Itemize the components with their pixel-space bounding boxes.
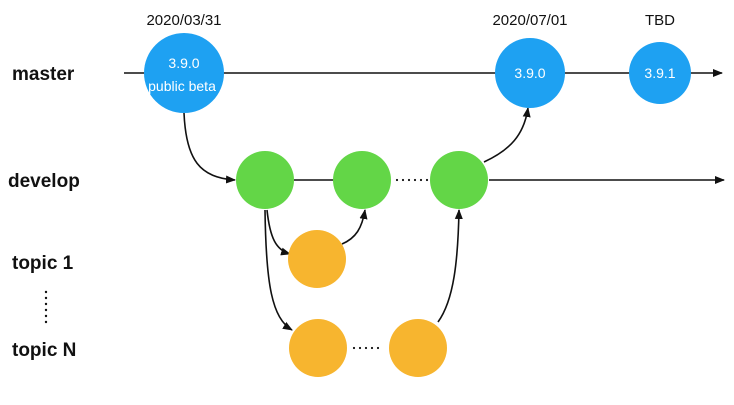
node-topicn-2 [389, 319, 447, 377]
date-label-390: 2020/07/01 [492, 12, 567, 29]
node-master-391 [629, 42, 691, 104]
branch-label-topic-n: topic N [12, 340, 76, 361]
node-develop-1 [236, 151, 294, 209]
topic-ellipsis [44, 290, 48, 324]
node-topic1 [288, 230, 346, 288]
topic-n-ellipsis [352, 346, 380, 350]
branch-label-develop: develop [8, 171, 80, 192]
date-label-391: TBD [645, 12, 675, 29]
node-label-beta-version: 3.9.0 [168, 55, 199, 71]
date-label-beta: 2020/03/31 [146, 12, 221, 29]
node-label-390: 3.9.0 [514, 65, 545, 81]
arrow-develop-to-release [483, 107, 531, 163]
arrow-topic1-to-develop [341, 209, 368, 245]
arrow-beta-to-develop [183, 112, 236, 184]
node-master-beta [144, 33, 224, 113]
arrow-develop-to-topic1 [266, 209, 291, 256]
branch-label-topic-1: topic 1 [12, 253, 74, 274]
branch-label-master: master [12, 64, 75, 85]
node-develop-3 [430, 151, 488, 209]
node-label-beta-tag: public beta [148, 78, 216, 94]
develop-ellipsis [395, 178, 429, 182]
arrow-develop-to-topicn [264, 209, 293, 331]
node-topicn-1 [289, 319, 347, 377]
node-master-390 [495, 38, 565, 108]
arrow-topicn-to-develop [437, 209, 463, 323]
node-label-391: 3.9.1 [644, 65, 675, 81]
node-develop-2 [333, 151, 391, 209]
